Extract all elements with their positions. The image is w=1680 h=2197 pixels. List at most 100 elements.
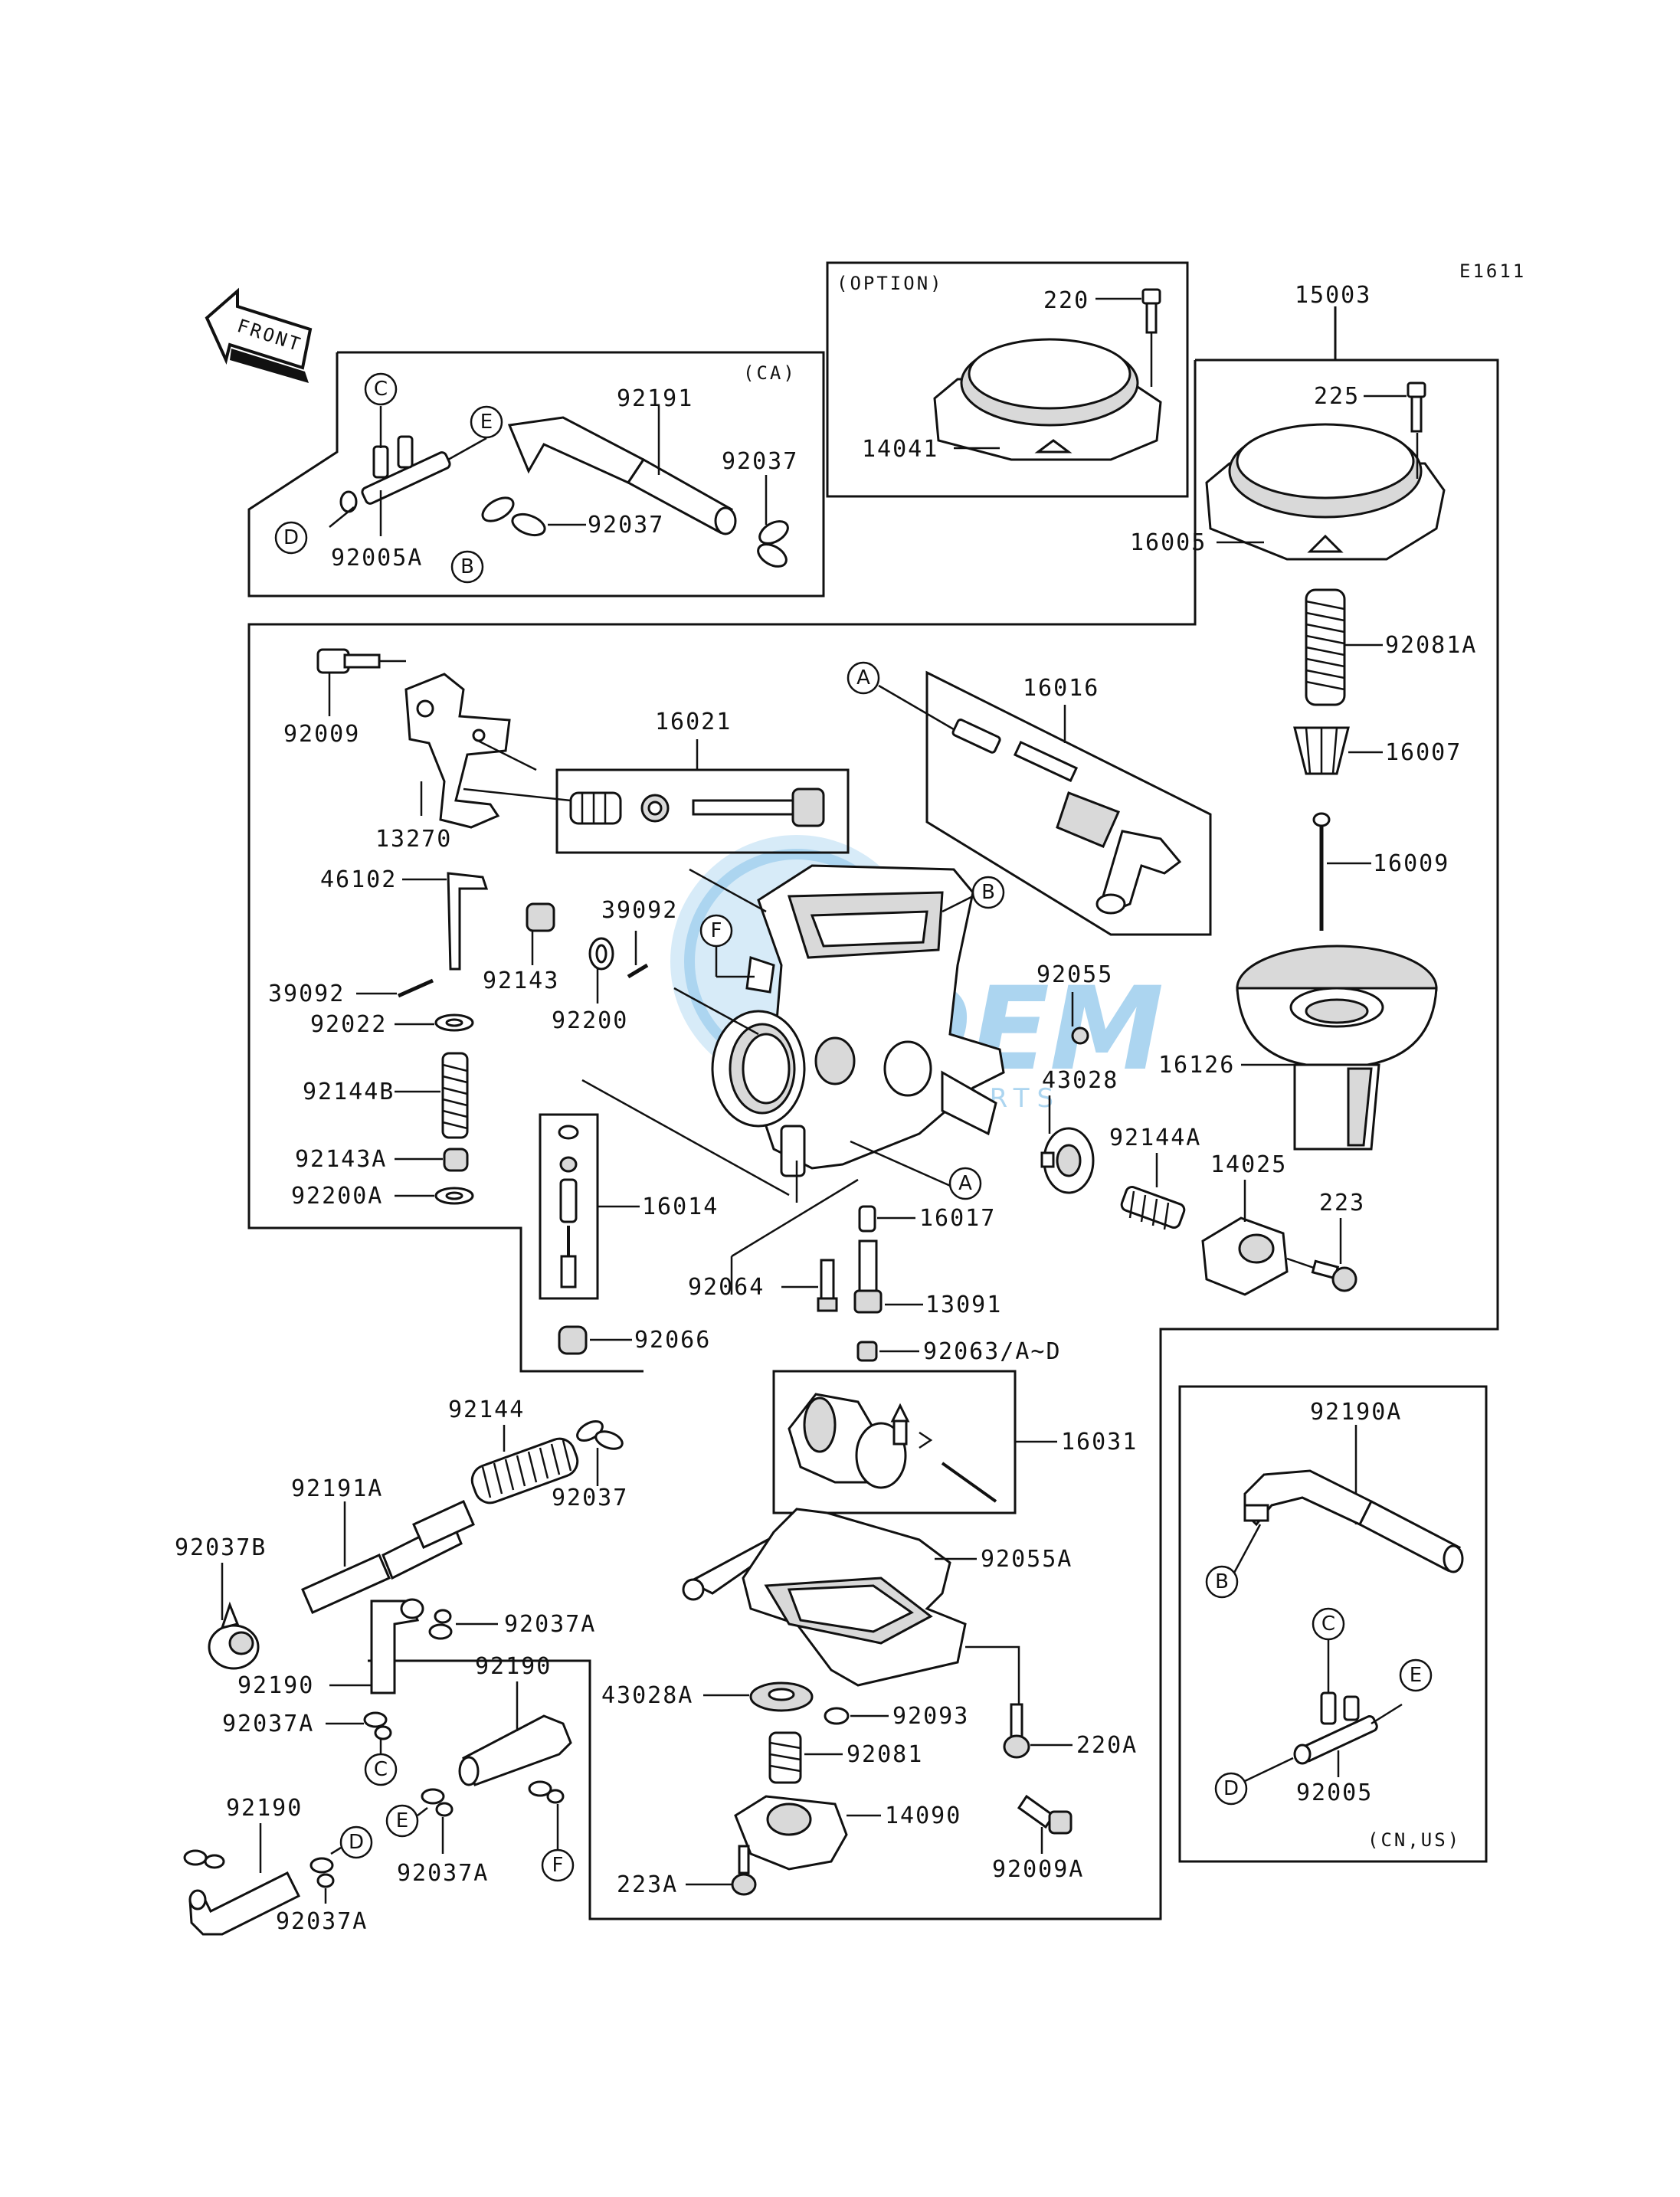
label-14090: 14090 — [885, 1802, 961, 1829]
label-92144B: 92144B — [303, 1079, 395, 1105]
cover-14025 — [1201, 1216, 1289, 1296]
label-16126: 16126 — [1158, 1052, 1235, 1079]
label-92191: 92191 — [617, 385, 693, 412]
diaphragm-43028A — [749, 1681, 814, 1712]
oring-92055 — [1071, 1026, 1089, 1045]
svg-text:D: D — [1223, 1777, 1239, 1800]
label-92037A-d: 92037A — [276, 1908, 368, 1935]
label-92009A: 92009A — [992, 1856, 1084, 1883]
t-joint-92005 — [1293, 1691, 1378, 1765]
label-92055: 92055 — [1036, 961, 1113, 988]
clip-92037-ca-right — [757, 520, 789, 568]
pin-39092-left — [397, 978, 434, 998]
hose-92191A — [301, 1499, 475, 1614]
clamp-92037B — [208, 1601, 260, 1670]
clip-low-left — [183, 1849, 225, 1869]
svg-text:A: A — [856, 666, 870, 689]
label-16009: 16009 — [1373, 850, 1449, 877]
label-39092-right: 39092 — [601, 897, 678, 924]
main-outline-left — [247, 360, 1197, 1373]
clip-92037A-b — [363, 1711, 392, 1740]
top-cover-14041 — [933, 338, 1162, 461]
label-92037-mid: 92037 — [552, 1485, 628, 1511]
screw-92064 — [817, 1259, 838, 1312]
label-92005A: 92005A — [331, 545, 423, 571]
label-43028: 43028 — [1042, 1067, 1118, 1094]
label-223: 223 — [1319, 1190, 1365, 1216]
starter-group-16016 — [925, 670, 1212, 936]
label-92200A: 92200A — [291, 1183, 383, 1210]
label-92009: 92009 — [283, 721, 360, 748]
label-220: 220 — [1043, 287, 1089, 314]
lever-46102 — [447, 872, 489, 971]
main-outline-right — [368, 359, 1499, 1920]
label-16017: 16017 — [919, 1205, 996, 1232]
option-group-box — [826, 261, 1189, 498]
label-92190A: 92190A — [1310, 1399, 1402, 1426]
top-cover-16005 — [1205, 423, 1446, 561]
cover-14090 — [734, 1795, 848, 1871]
option-group-label: (OPTION) — [837, 273, 944, 294]
callout-e-cnus: E — [1399, 1658, 1433, 1692]
hose-92190-vertical — [370, 1598, 424, 1694]
hose-92190A — [1243, 1469, 1464, 1573]
svg-text:D: D — [283, 526, 299, 549]
label-92081A: 92081A — [1385, 632, 1477, 659]
jet-needle-16009 — [1312, 812, 1331, 931]
pin-39092-right — [627, 963, 649, 979]
label-92200: 92200 — [552, 1007, 628, 1034]
bracket-13270 — [404, 673, 511, 829]
label-223A: 223A — [617, 1871, 678, 1898]
spring-92081A — [1305, 588, 1346, 706]
oring-92093 — [824, 1707, 850, 1725]
callout-c-cnus: C — [1312, 1607, 1345, 1641]
label-92190-a: 92190 — [237, 1672, 314, 1699]
svg-text:C: C — [374, 1758, 388, 1781]
label-13091: 13091 — [925, 1292, 1002, 1318]
label-14041: 14041 — [862, 436, 938, 463]
label-13270: 13270 — [375, 826, 452, 853]
label-92190-c: 92190 — [226, 1795, 303, 1822]
screw-220A — [1003, 1703, 1030, 1759]
svg-text:C: C — [374, 378, 388, 401]
svg-text:A: A — [958, 1172, 972, 1195]
jet-13091 — [853, 1239, 883, 1314]
screw-92009 — [316, 648, 381, 674]
spring-92144B — [441, 1052, 469, 1139]
collar-92143A — [443, 1148, 469, 1172]
label-92191A: 92191A — [291, 1475, 383, 1502]
diaphragm-16126 — [1236, 945, 1438, 1151]
label-92037-ca-right: 92037 — [722, 448, 798, 475]
screw-225 — [1407, 381, 1426, 433]
label-92005: 92005 — [1296, 1780, 1373, 1806]
clip-92037A-a — [428, 1609, 453, 1640]
svg-text:B: B — [1215, 1570, 1229, 1593]
spring-92144A — [1120, 1186, 1186, 1230]
label-92144A: 92144A — [1109, 1125, 1201, 1151]
callout-a-top: A — [847, 661, 880, 695]
cn-us-group-label: (CN,US) — [1367, 1829, 1461, 1851]
label-16014: 16014 — [642, 1193, 719, 1220]
label-92055A: 92055A — [981, 1546, 1073, 1573]
label-92037-ca-left: 92037 — [588, 512, 664, 539]
callout-c-ca: C — [364, 372, 398, 406]
label-92190-b: 92190 — [475, 1653, 552, 1680]
clip-92037A-c — [421, 1788, 454, 1817]
screw-223 — [1311, 1259, 1357, 1292]
label-92081: 92081 — [847, 1741, 923, 1768]
label-16031: 16031 — [1061, 1429, 1138, 1455]
callout-c-left: C — [364, 1753, 398, 1786]
label-16016: 16016 — [1023, 675, 1099, 702]
label-92143: 92143 — [483, 968, 559, 994]
cap-92066 — [558, 1325, 588, 1355]
spring-92081 — [768, 1731, 802, 1784]
svg-text:C: C — [1321, 1613, 1335, 1635]
callout-b-ca: B — [450, 550, 484, 584]
callout-b-cnus: B — [1205, 1565, 1239, 1599]
label-92064: 92064 — [688, 1274, 765, 1301]
label-16007: 16007 — [1385, 739, 1462, 766]
starter-parts-16016 — [951, 719, 1182, 915]
front-arrow: FRONT — [205, 287, 313, 383]
label-92066: 92066 — [634, 1327, 711, 1354]
